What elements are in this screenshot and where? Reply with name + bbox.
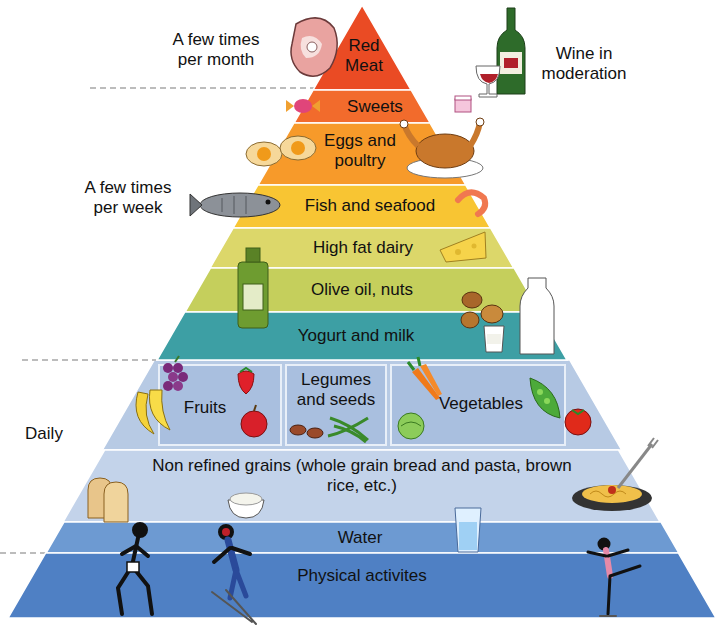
band-text: Physical activites: [262, 566, 462, 586]
band-fill: [294, 90, 430, 123]
water-band: Water: [46, 522, 679, 553]
band-fill: [313, 5, 411, 90]
olive-oil-band: Olive oil, nuts: [185, 268, 540, 312]
band-fill: [210, 228, 514, 268]
band-text: Legumes and seeds: [288, 370, 384, 409]
band-fill: [286, 365, 386, 445]
band-fill: [157, 312, 567, 360]
frequency-label: A few times per month: [158, 30, 274, 71]
fish-icon: [190, 193, 280, 217]
frequency-label: A few times per week: [72, 178, 184, 219]
vegetables-box: Vegetables: [390, 364, 566, 446]
yogurt-band: Yogurt and milk: [157, 312, 567, 360]
band-fill: [185, 268, 540, 312]
frequency-label: Daily: [14, 424, 74, 444]
dairy-band: High fat dairy: [210, 228, 514, 268]
band-fill: [258, 123, 466, 185]
fish-band: Fish and seafood: [233, 185, 491, 228]
dashed-divider: [22, 359, 156, 360]
band-fill: [233, 185, 491, 228]
band-text: Water: [300, 528, 420, 548]
legumes-box: Legumes and seeds: [285, 364, 387, 446]
sweets-band: Sweets: [294, 90, 430, 123]
band-text: Red Meat: [336, 36, 392, 75]
band-text: Fish and seafood: [282, 196, 458, 216]
band-fill: [46, 522, 679, 553]
band-text: Non refined grains (whole grain bread an…: [150, 456, 574, 495]
band-text: Fruits: [172, 398, 238, 418]
band-fill: [159, 365, 281, 445]
band-text: Eggs and poultry: [318, 131, 402, 170]
dashed-divider: [90, 87, 330, 88]
band-fill: [8, 553, 716, 618]
eggs-poultry-band: Eggs and poultry: [258, 123, 466, 185]
band-text: Yogurt and milk: [268, 326, 444, 346]
band-text: High fat dairy: [296, 238, 430, 258]
wine-icon: [476, 8, 525, 97]
red-meat-band: Red Meat: [313, 5, 411, 90]
grains-band: Non refined grains (whole grain bread an…: [63, 450, 660, 522]
band-text: Olive oil, nuts: [292, 280, 432, 300]
fruits-box: Fruits: [158, 364, 282, 446]
band-fill: [391, 365, 565, 445]
band-shape: [8, 553, 716, 618]
water-glass-icon: [455, 508, 481, 552]
activity-band: Physical activites: [8, 553, 716, 618]
frequency-label: Wine in moderation: [532, 44, 636, 85]
band-text: Sweets: [330, 97, 420, 117]
band-text: Vegetables: [432, 394, 530, 414]
steak-icon: [291, 18, 337, 76]
daily-band: [102, 360, 621, 450]
band-fill: [63, 450, 660, 522]
